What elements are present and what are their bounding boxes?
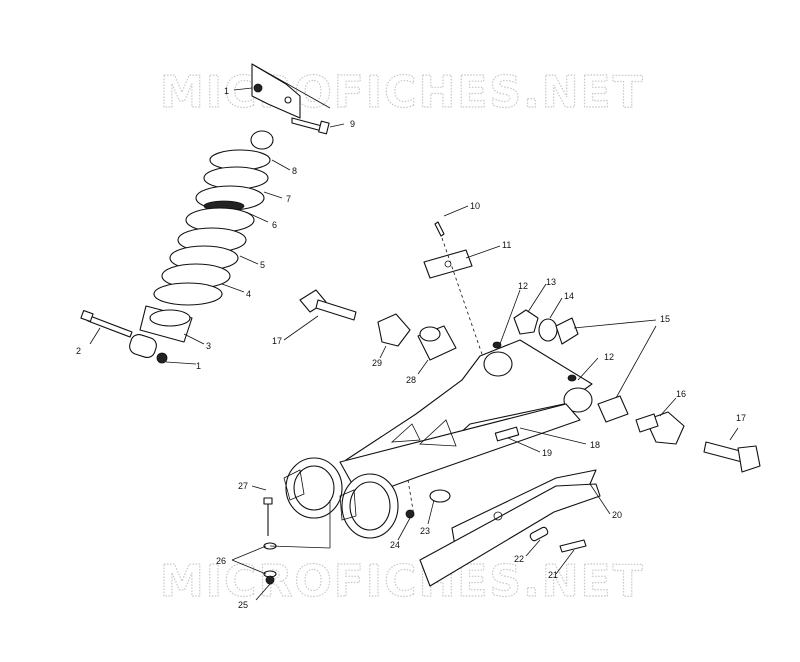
coil-spring [153,149,271,306]
callout-9: 9 [350,119,355,129]
bolt-16-shaft [635,413,659,433]
callout-3: 3 [206,341,211,351]
nut-13 [513,309,539,335]
callouts: 1 1 2 3 4 5 6 7 8 9 10 11 12 12 13 14 15… [76,86,746,610]
pivot-tube-right [563,387,593,413]
bushing-29 [377,313,411,347]
shock-top-eye [250,130,274,150]
shock-absorber [80,63,331,364]
callout-27: 27 [238,481,248,491]
callout-19: 19 [542,448,552,458]
callout-6: 6 [272,220,277,230]
nut-25 [265,575,275,585]
pivot-tube-left [483,351,513,377]
hanger-23 [429,489,451,503]
callout-17-right: 17 [736,413,746,423]
chain-guard [419,469,601,587]
callout-21: 21 [548,570,558,580]
fastener-10 [434,221,445,237]
swing-arm [283,339,593,548]
callout-15: 15 [660,314,670,324]
callout-12-lower: 12 [604,352,614,362]
pivot-left [299,289,457,361]
callout-11: 11 [502,240,511,250]
callout-17-left: 17 [272,336,282,346]
bushing-22 [529,526,549,542]
bolt-17-shaft [315,299,357,321]
callout-5: 5 [260,260,265,270]
leader-lines [89,87,739,601]
nut-1-bottom [156,352,168,364]
callout-12-upper: 12 [518,281,528,291]
bolt-17-right-head [737,445,761,473]
callout-4: 4 [246,289,251,299]
callout-8: 8 [292,166,297,176]
bushing-15a [555,317,579,345]
callout-28: 28 [406,375,416,385]
bushing-15b [597,395,629,423]
callout-14: 14 [564,291,574,301]
shock-bottom-eye [129,334,157,358]
callout-25: 25 [238,600,248,610]
upper-mount-bracket [251,63,301,119]
nut-1-top [253,83,263,93]
pivot-right [513,309,761,473]
washer-14 [538,318,558,342]
callout-29: 29 [372,358,382,368]
callout-7: 7 [286,194,291,204]
callout-10: 10 [470,201,480,211]
callout-24: 24 [390,540,400,550]
callout-2: 2 [76,346,81,356]
callout-13: 13 [546,277,556,287]
chain-guard-body [419,483,601,587]
bolt-2 [87,315,133,338]
callout-1-top: 1 [224,86,229,96]
bolt-21 [559,539,587,553]
callout-22: 22 [514,554,524,564]
callout-18: 18 [590,440,600,450]
watermark-top: MICROFICHES.NET [160,67,645,118]
watermark-bottom: MICROFICHES.NET [160,556,645,607]
callout-16: 16 [676,389,686,399]
callout-23: 23 [420,526,430,536]
callout-20: 20 [612,510,622,520]
callout-26: 26 [216,556,226,566]
bolt-9 [291,117,323,132]
callout-1-bottom: 1 [196,361,201,371]
plate-11 [423,249,473,279]
bolt-17-right-shaft [703,441,745,463]
mount-plate-group [423,221,485,361]
